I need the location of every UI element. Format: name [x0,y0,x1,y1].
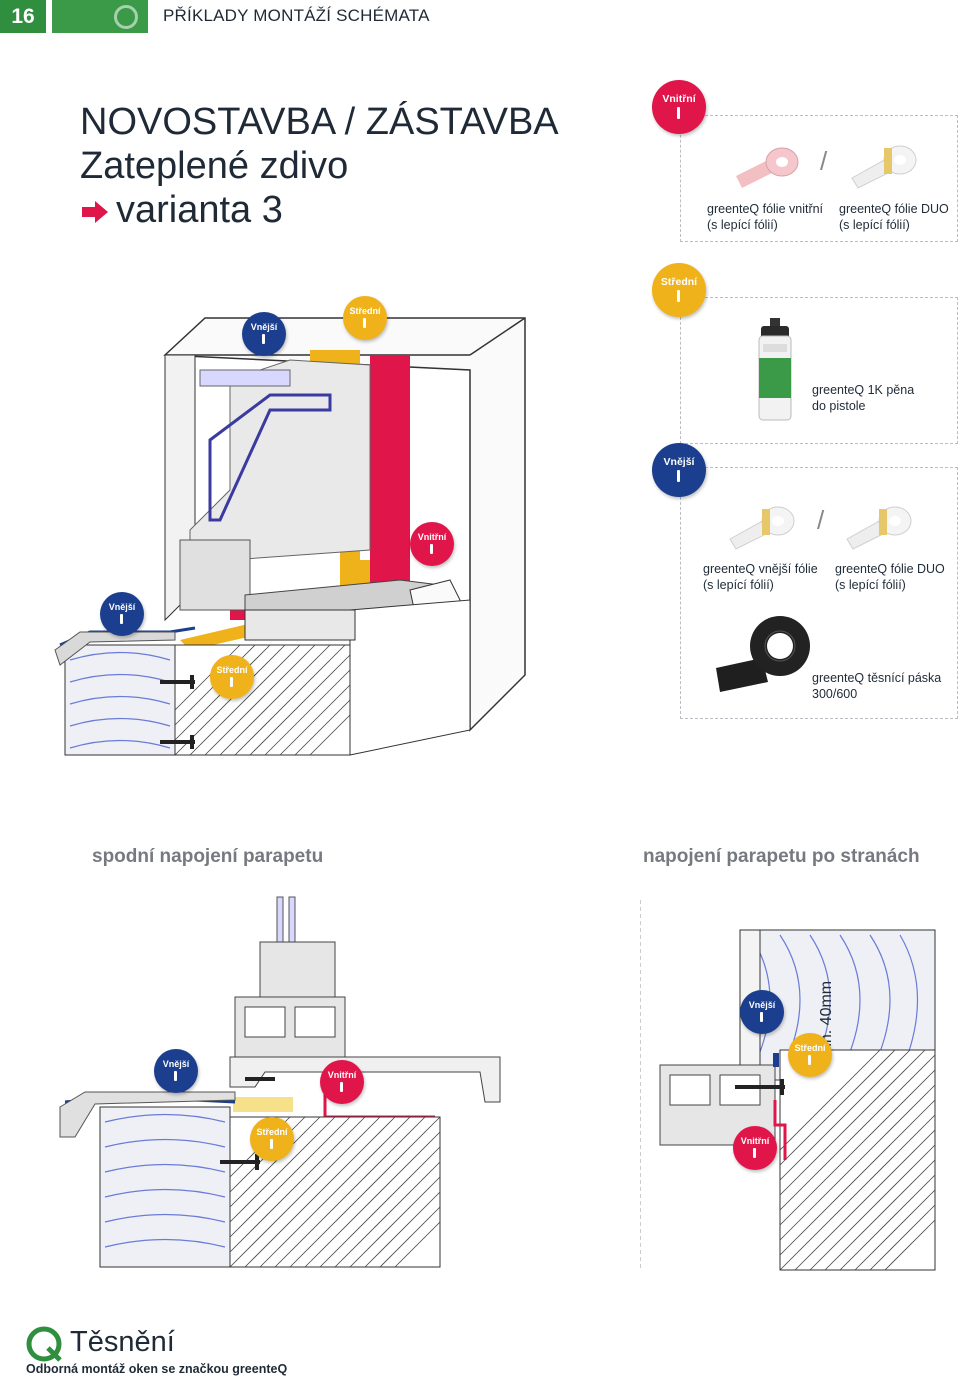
legend-box-middle [680,297,958,444]
side-sill-diagram [640,900,936,1271]
arrow-right-icon [82,200,108,223]
badge-outer-bottom: Vnější [154,1049,198,1093]
section-title-sides: napojení parapetu po stranách [643,846,920,867]
page-number: 16 [0,0,46,33]
sealing-tape-roll-icon [716,616,810,692]
legend-box-outer [680,467,958,719]
legend-duo-foil-2: greenteQ fólie DUO(s lepící fólií) [835,562,945,592]
legend-box-inner [680,115,958,242]
outer-foil-roll-icon [729,506,795,550]
greenteq-q-logo-icon [26,1326,62,1362]
inner-foil-roll-icon [736,147,799,188]
header-title: PŘÍKLADY MONTÁŽÍ SCHÉMATA [163,6,430,25]
legend-inner-foil: greenteQ fólie vnitřní(s lepící fólií) [707,202,824,232]
badge-middle-legend: Střední [652,263,706,317]
legend-separator-1: / [820,146,828,176]
badge-middle-diagram-1: Střední [343,296,387,340]
title-line-2: Zateplené zdivo [80,145,349,187]
duo-foil-roll-icon-2 [846,506,912,550]
badge-inner-bottom: Vnitřní [320,1060,364,1104]
badge-middle-bottom: Střední [250,1117,294,1161]
title-line-1: NOVOSTAVBA / ZÁSTAVBA [80,101,559,143]
brand-bar [52,0,148,33]
legend-separator-2: / [817,505,825,535]
badge-inner-side: Vnitřní [733,1126,777,1170]
page-title: NOVOSTAVBA / ZÁSTAVBA Zateplené zdivo va… [80,100,559,232]
footer-subtitle: Odborná montáž oken se značkou greenteQ [26,1362,288,1376]
main-installation-diagram [54,317,526,756]
bottom-sill-diagram [59,896,501,1268]
title-line-3: varianta 3 [116,189,283,231]
badge-outer-diagram-2: Vnější [100,592,144,636]
badge-outer-side: Vnější [740,990,784,1034]
badge-inner-diagram-1: Vnitřní [410,522,454,566]
foam-can-icon [758,318,792,421]
duo-foil-roll-icon [851,145,917,189]
q-logo-icon [114,5,138,29]
badge-middle-diagram-2: Střední [210,655,254,699]
section-title-bottom: spodní napojení parapetu [92,846,324,867]
legend-duo-foil: greenteQ fólie DUO(s lepící fólií) [839,202,949,232]
badge-outer-diagram-1: Vnější [242,312,286,356]
badge-outer-legend: Vnější [652,443,706,497]
title-line-3-wrap: varianta 3 [80,188,559,232]
legend-outer-foil: greenteQ vnější fólie(s lepící fólií) [703,562,818,592]
badge-inner-legend: Vnitřní [652,80,706,134]
badge-middle-side: Střední [788,1033,832,1077]
page-header: 16 PŘÍKLADY MONTÁŽÍ SCHÉMATA [0,0,960,33]
footer-brand-text: Těsnění [70,1326,175,1358]
